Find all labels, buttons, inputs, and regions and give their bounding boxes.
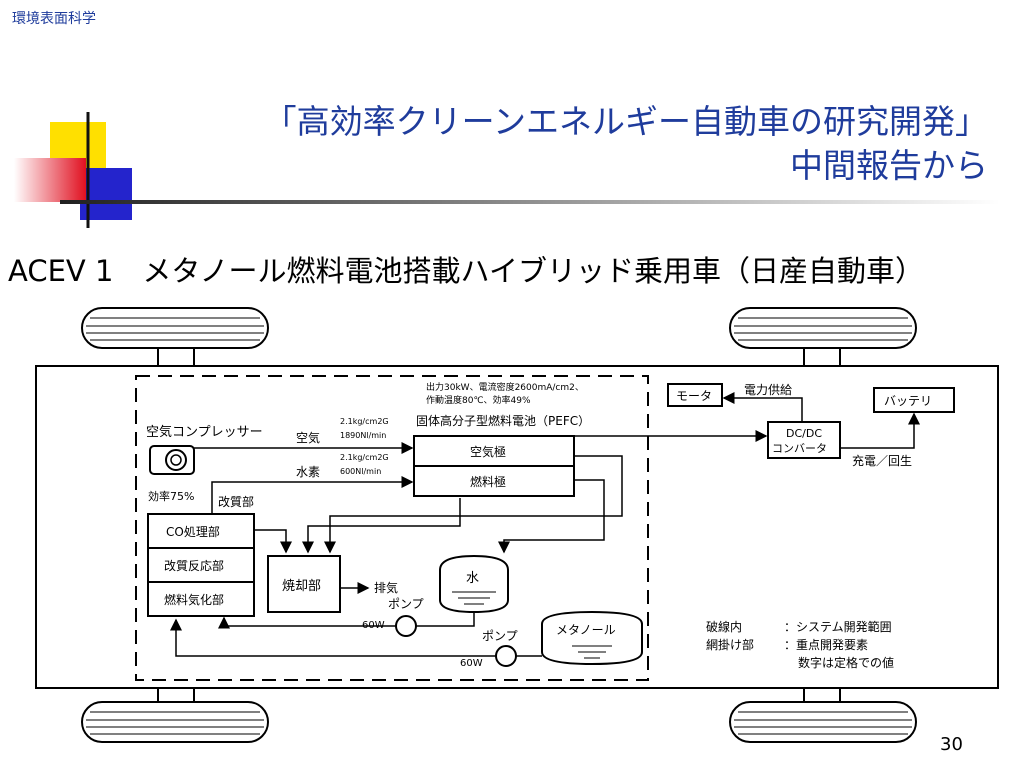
- slide-subtitle: ACEV 1 メタノール燃料電池搭載ハイブリッド乗用車（日産自動車）: [8, 254, 924, 288]
- hydrogen-label: 水素: [296, 465, 320, 479]
- title-line-1: 「高効率クリーンエネルギー自動車の研究開発」: [263, 102, 988, 141]
- hydrogen-line: [211, 476, 414, 514]
- reformer-to-combustor-line: [254, 529, 292, 554]
- pump-to-vaporizer-line: [218, 616, 396, 629]
- legend-2-val: ：重点開発要素: [784, 638, 868, 652]
- vaporizer-label: 燃料気化部: [164, 592, 224, 607]
- compressor-label: 空気コンプレッサー: [146, 424, 263, 440]
- battery-box: [873, 387, 955, 413]
- pump-to-reformer-line: [170, 618, 496, 657]
- pump-bottom-power: 60W: [460, 658, 483, 669]
- power-supply-label: 電力供給: [744, 383, 792, 397]
- reform-reactor-box: [147, 547, 255, 583]
- co-unit-box: [147, 513, 255, 549]
- combustor-box: [267, 555, 341, 613]
- air-electrode-label: 空気極: [470, 444, 506, 459]
- dcdc-label-2: コンバータ: [772, 442, 827, 455]
- fuel-electrode-label: 燃料極: [470, 474, 506, 489]
- reformer-label: 改質部: [218, 494, 254, 509]
- pump-top-label: ポンプ: [388, 597, 424, 611]
- dcdc-label-1: DC/DC: [786, 427, 822, 440]
- spec-line-2: 作動温度80℃、効率49%: [426, 394, 531, 406]
- legend-2-key: 網掛け部: [706, 637, 754, 652]
- page-title: 「高効率クリーンエネルギー自動車の研究開発」 中間報告から: [264, 100, 988, 188]
- pump-bottom-label: ポンプ: [482, 629, 518, 643]
- page-number: 30: [940, 734, 963, 755]
- exhaust-label: 排気: [374, 580, 398, 595]
- wheel-rear-left: [81, 685, 269, 743]
- battery-label: バッテリ: [884, 394, 932, 408]
- dcdc-box: [767, 421, 841, 459]
- air-exhaust-line: [324, 455, 623, 554]
- wheel-rear-right: [729, 685, 917, 743]
- wheel-front-left: [81, 307, 269, 369]
- reform-reactor-label: 改質反応部: [164, 558, 224, 573]
- pump-top-icon: [395, 615, 417, 637]
- combustor-label: 焼却部: [282, 579, 321, 594]
- spec-line-1: 出力30kW、電流密度2600mA/cm2、: [426, 381, 584, 393]
- wheel-front-right: [729, 307, 917, 369]
- legend-1-val: ：システム開発範囲: [784, 619, 892, 634]
- compressor-icon: [149, 445, 195, 475]
- system-boundary: [135, 375, 649, 681]
- methanol-label: メタノール: [556, 623, 616, 637]
- title-underline: [60, 200, 1000, 204]
- co-unit-label: CO処理部: [166, 524, 220, 539]
- fuel-electrode-box: [413, 465, 575, 497]
- air-electrode-box: [413, 435, 575, 467]
- pefc-label: 固体高分子型燃料電池（PEFC）: [416, 413, 590, 428]
- legend-3-val: 数字は定格での値: [798, 655, 894, 670]
- dcdc-to-battery-line: [840, 412, 920, 449]
- water-to-pump-line: [416, 612, 475, 627]
- dcdc-to-motor-line: [722, 392, 803, 422]
- water-tank: [439, 554, 509, 614]
- air-rate-1: 2.1kg/cm2G: [340, 417, 389, 426]
- motor-label: モータ: [676, 389, 712, 403]
- h2-rate-1: 2.1kg/cm2G: [340, 453, 389, 462]
- motor-box: [667, 383, 723, 407]
- charge-label: 充電／回生: [852, 453, 912, 468]
- h2-rate-2: 600Nl/min: [340, 467, 381, 476]
- water-label: 水: [466, 571, 479, 586]
- air-rate-2: 1890Nl/min: [340, 431, 386, 440]
- efficiency-label: 効率75%: [148, 489, 194, 503]
- vaporizer-box: [147, 581, 255, 617]
- deco-red-square: [14, 158, 86, 202]
- air-label: 空気: [296, 430, 320, 445]
- legend-1-key: 破線内: [706, 619, 742, 634]
- title-line-2: 中間報告から: [790, 146, 988, 185]
- header-label: 環境表面科学: [12, 11, 96, 27]
- fuel-exhaust-line: [498, 479, 605, 554]
- methanol-tank: [541, 610, 643, 666]
- anode-to-combustor-line: [302, 498, 461, 554]
- pump-bottom-icon: [495, 645, 517, 667]
